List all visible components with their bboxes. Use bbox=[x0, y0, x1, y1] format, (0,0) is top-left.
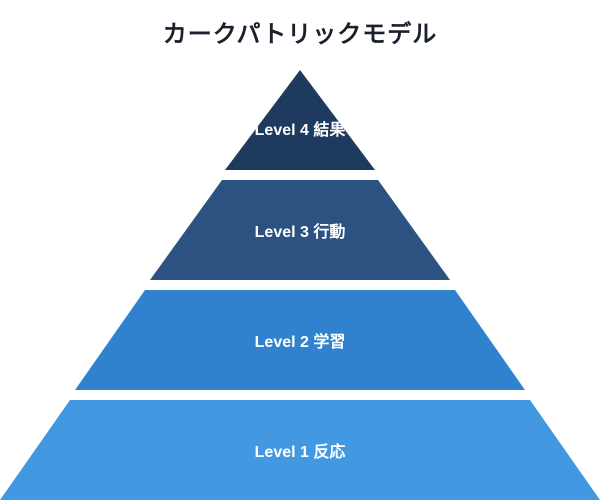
pyramid-level-1: Level 1 反応 bbox=[0, 400, 600, 500]
level-4-label: Level 4 結果 bbox=[254, 122, 346, 139]
level-3-label: Level 3 行動 bbox=[254, 224, 346, 241]
pyramid-level-4: Level 4 結果 bbox=[225, 70, 375, 170]
level-2-label: Level 2 学習 bbox=[254, 334, 346, 351]
diagram-title: カークパトリックモデル bbox=[162, 21, 438, 48]
pyramid-level-3: Level 3 行動 bbox=[150, 180, 450, 280]
pyramid-level-2: Level 2 学習 bbox=[75, 290, 525, 390]
level-1-label: Level 1 反応 bbox=[254, 444, 346, 461]
